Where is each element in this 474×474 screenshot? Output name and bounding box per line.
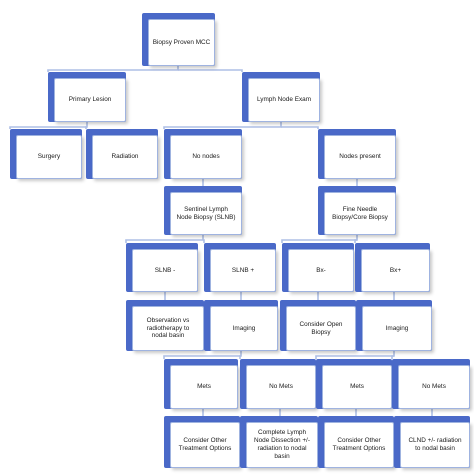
node-label: Lymph Node Exam: [256, 96, 312, 104]
node-label: Mets: [350, 383, 364, 391]
connector: [239, 355, 241, 359]
node-label: Biopsy Proven MCC: [152, 38, 211, 46]
node-label: No Mets: [269, 383, 293, 391]
node-no-nodes: No nodes: [164, 129, 242, 179]
node-slnb-positive: SLNB +: [204, 243, 276, 292]
node-label: Bx+: [389, 266, 402, 274]
connector: [203, 239, 205, 243]
node-no-mets-left: No Mets: [240, 359, 316, 409]
connector: [315, 351, 395, 359]
node-label: Fine Needle Biopsy/Core Biopsy: [332, 205, 388, 221]
node-biopsy-proven-mcc: Biopsy Proven MCC: [142, 13, 215, 66]
node-label: Nodes present: [339, 153, 381, 161]
node-label: No nodes: [192, 153, 220, 161]
node-no-mets-right: No Mets: [392, 359, 470, 409]
node-label: Surgery: [37, 153, 61, 161]
connector: [354, 239, 357, 243]
connector: [163, 351, 242, 359]
node-mets-left: Mets: [164, 359, 238, 409]
node-label: Observation vs radiotherapy to nodal bas…: [146, 316, 190, 340]
node-complete-lymph-node-dissection: Complete Lymph Node Dissection +/- radia…: [240, 416, 318, 468]
node-nodes-present: Nodes present: [318, 129, 396, 179]
node-primary-lesion: Primary Lesion: [48, 72, 126, 122]
connector: [9, 122, 88, 129]
node-label: No Mets: [422, 383, 446, 391]
node-label: Consider Other Treatment Options: [178, 437, 232, 452]
node-slnb-negative: SLNB -: [126, 243, 198, 292]
connector: [178, 69, 243, 72]
connector: [47, 66, 179, 72]
node-other-treatment-left: Consider Other Treatment Options: [164, 416, 240, 468]
node-label: Radiation: [111, 153, 139, 161]
node-other-treatment-right: Consider Other Treatment Options: [318, 416, 394, 468]
node-label: Primary Lesion: [68, 96, 112, 104]
connector: [163, 122, 282, 129]
connector: [281, 235, 358, 243]
node-label: SLNB -: [154, 266, 176, 274]
connector: [125, 235, 204, 243]
node-surgery: Surgery: [10, 129, 82, 179]
node-label: Consider Other Treatment Options: [332, 437, 386, 452]
node-mets-right: Mets: [316, 359, 392, 409]
node-label: Sentinel Lymph Node Biopsy (SLNB): [176, 205, 236, 221]
node-bx-positive: Bx+: [355, 243, 430, 292]
node-label: Imaging: [385, 324, 409, 332]
node-bx-negative: Bx-: [282, 243, 354, 292]
node-label: Bx-: [316, 266, 326, 274]
node-fine-needle-biopsy: Fine Needle Biopsy/Core Biopsy: [318, 186, 396, 235]
node-clnd-radiation: CLND +/- radiation to nodal basin: [394, 416, 470, 468]
node-slnb: Sentinel Lymph Node Biopsy (SLNB): [164, 186, 242, 235]
node-label: CLND +/- radiation to nodal basin: [408, 437, 462, 452]
node-radiation: Radiation: [86, 129, 158, 179]
node-imaging-left: Imaging: [204, 300, 278, 351]
node-label: Mets: [197, 383, 211, 391]
connector: [281, 126, 319, 129]
node-label: Complete Lymph Node Dissection +/- radia…: [254, 429, 310, 460]
node-imaging-right: Imaging: [356, 300, 432, 351]
connector: [391, 355, 394, 359]
node-consider-open-biopsy: Consider Open Biopsy: [280, 300, 356, 351]
node-label: Imaging: [232, 324, 256, 332]
node-label: SLNB +: [231, 266, 255, 274]
connector: [85, 126, 87, 129]
node-observation: Observation vs radiotherapy to nodal bas…: [126, 300, 204, 351]
node-lymph-node-exam: Lymph Node Exam: [242, 72, 320, 122]
node-label: Consider Open Biopsy: [299, 320, 343, 336]
